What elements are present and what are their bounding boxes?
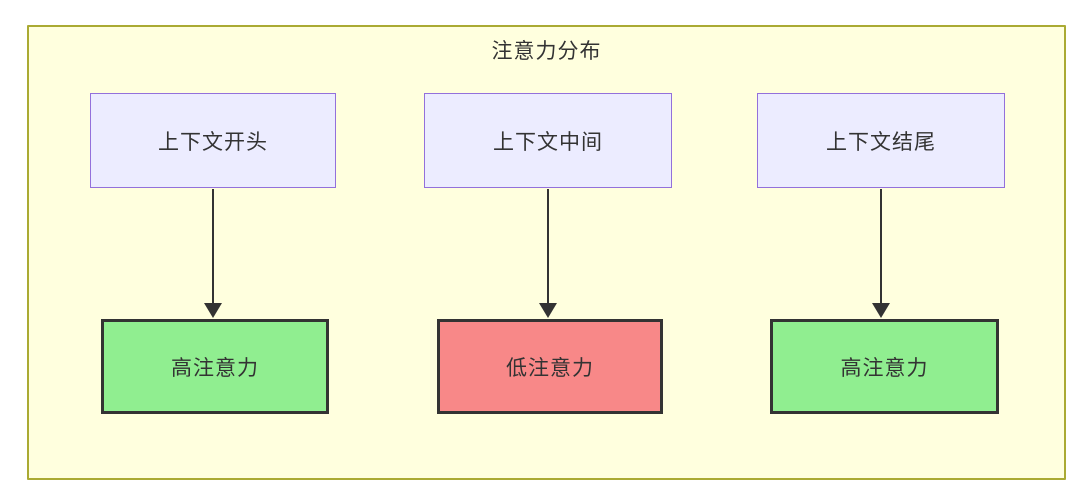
node-low-attention-middle-label: 低注意力 — [506, 356, 594, 380]
node-context-middle: 上下文中间 — [424, 93, 672, 188]
node-context-start-label: 上下文开头 — [158, 130, 268, 154]
node-high-attention-right-label: 高注意力 — [840, 356, 929, 380]
node-low-attention-middle: 低注意力 — [437, 319, 663, 414]
node-high-attention-right: 高注意力 — [770, 319, 999, 414]
node-context-end: 上下文结尾 — [757, 93, 1005, 188]
node-context-start: 上下文开头 — [90, 93, 336, 188]
node-context-end-label: 上下文结尾 — [826, 130, 936, 154]
node-high-attention-left: 高注意力 — [101, 319, 329, 414]
node-context-middle-label: 上下文中间 — [493, 130, 603, 154]
cluster-title: 注意力分布 — [491, 40, 602, 63]
node-high-attention-left-label: 高注意力 — [171, 356, 259, 380]
